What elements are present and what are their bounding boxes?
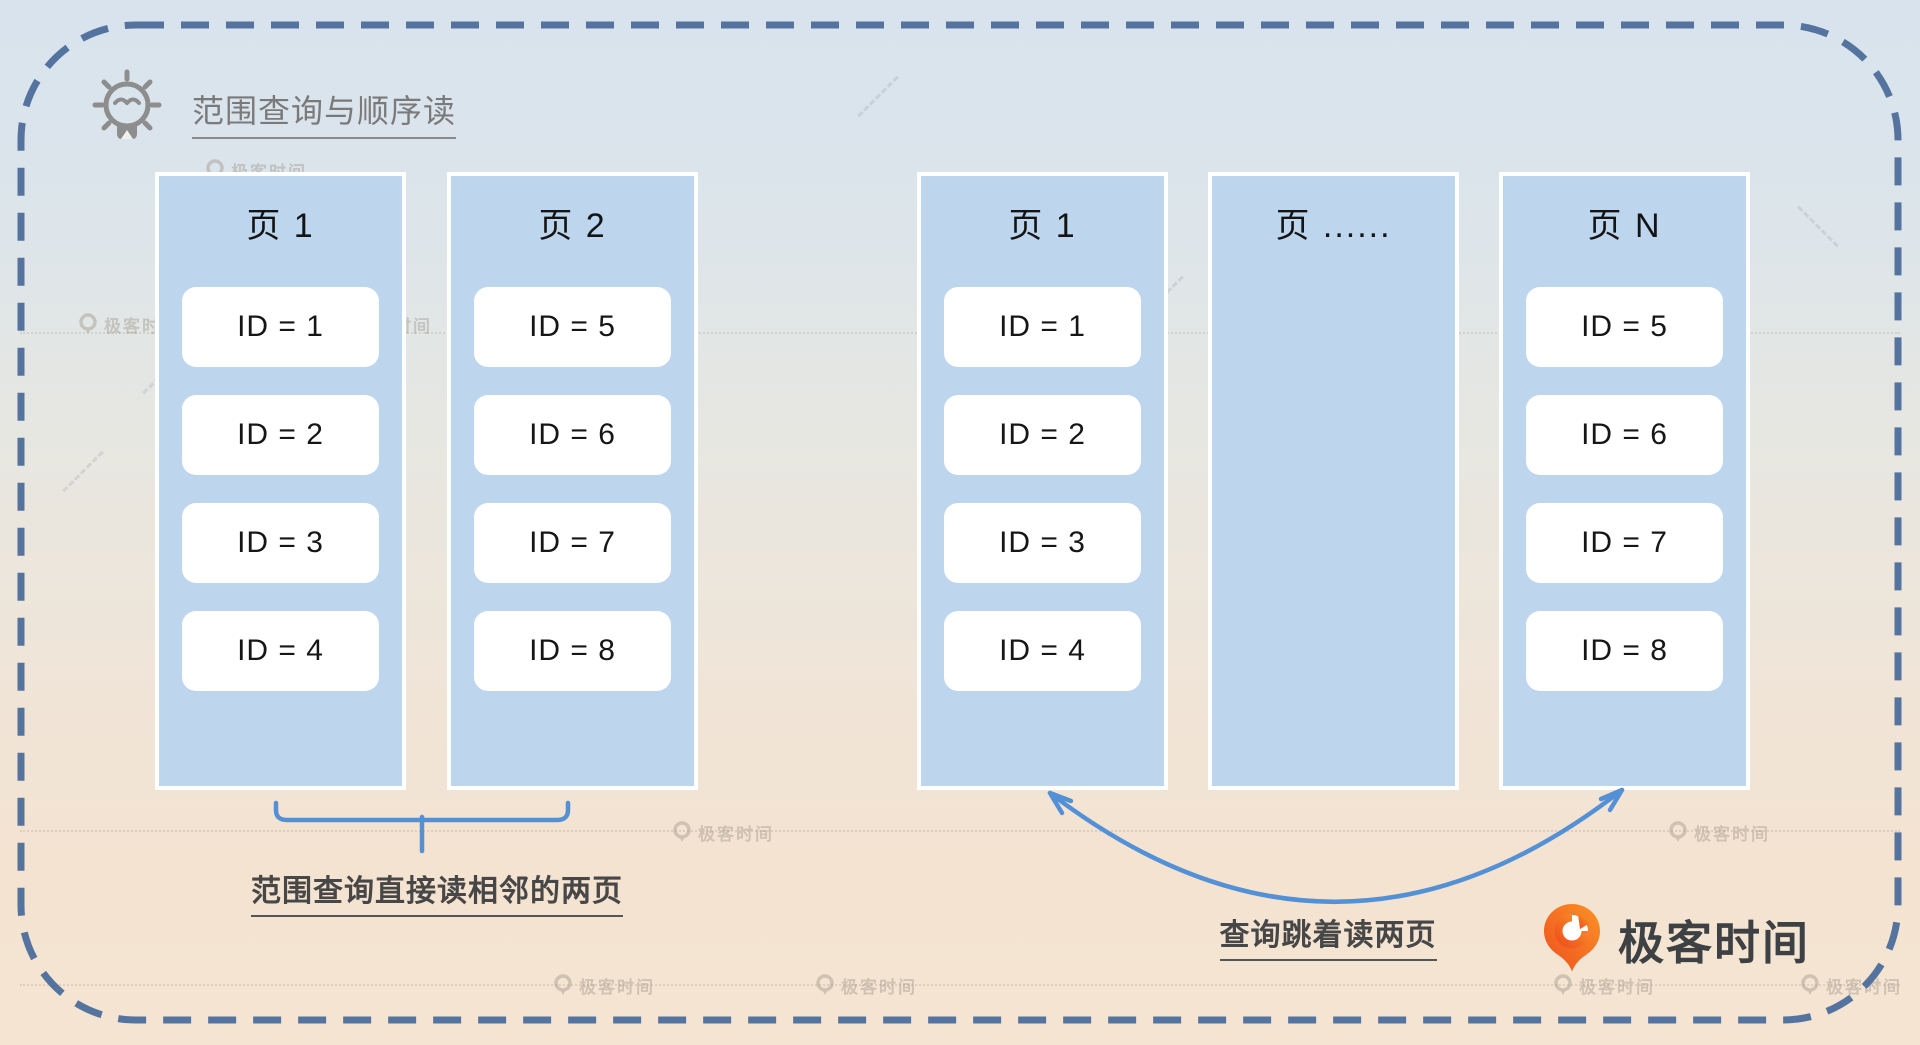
watermark-logo: 极客时间	[815, 973, 917, 998]
watermark-label: 极客时间	[1826, 978, 1902, 997]
brand-logo: 极客时间	[1540, 903, 1810, 973]
record-box: ID = 4	[944, 611, 1141, 691]
left-annotation-label: 范围查询直接读相邻的两页	[251, 875, 623, 917]
record-box: ID = 7	[474, 503, 671, 583]
section-title: 范围查询与顺序读	[192, 86, 457, 139]
record-box: ID = 7	[1526, 503, 1723, 583]
record-box: ID = 2	[944, 395, 1141, 475]
brand-logo-text: 极客时间	[1618, 917, 1810, 969]
left-annotation: 范围查询直接读相邻的两页	[137, 866, 737, 917]
watermark-label: 极客时间	[1694, 825, 1770, 844]
watermark-diagonal-dash	[62, 450, 104, 493]
page-column-scattered-1: 页 1 ID = 1 ID = 2 ID = 3 ID = 4	[921, 176, 1164, 786]
watermark-logo: 极客时间	[553, 973, 655, 998]
watermark-pin-icon	[554, 973, 572, 995]
watermark-pin-icon	[816, 973, 834, 995]
geektime-pin-icon	[1544, 904, 1600, 972]
record-box: ID = 1	[182, 287, 379, 367]
arrowhead-right	[1598, 787, 1625, 813]
record-box: ID = 6	[474, 395, 671, 475]
page-column-adjacent-1: 页 1 ID = 1 ID = 2 ID = 3 ID = 4	[159, 176, 402, 786]
page-title: 页 1	[1008, 207, 1077, 245]
record-box: ID = 1	[944, 287, 1141, 367]
page-title: 页 N	[1587, 207, 1662, 245]
watermark-label: 极客时间	[1579, 978, 1655, 997]
watermark-diagonal-dash	[857, 75, 899, 118]
watermark-logo: 极客时间	[1553, 973, 1655, 998]
record-box: ID = 2	[182, 395, 379, 475]
record-box: ID = 3	[182, 503, 379, 583]
watermark-pin-icon	[1669, 820, 1687, 842]
curved-arrow	[1047, 787, 1625, 904]
lightbulb-icon	[92, 69, 162, 139]
record-box: ID = 5	[474, 287, 671, 367]
watermark-logo: 极客时间	[672, 820, 774, 845]
watermark-pin-icon	[79, 312, 97, 334]
record-box: ID = 6	[1526, 395, 1723, 475]
page-title: 页 1	[246, 207, 315, 245]
watermark-diagonal-dash	[1797, 205, 1839, 248]
record-box: ID = 8	[474, 611, 671, 691]
watermark-pin-icon	[673, 820, 691, 842]
watermark-logo: 极客时间	[1668, 820, 1770, 845]
right-annotation: 查询跳着读两页	[1028, 910, 1628, 961]
watermark-pin-icon	[1554, 973, 1572, 995]
brace-icon	[273, 800, 571, 823]
record-box: ID = 8	[1526, 611, 1723, 691]
watermark-label: 极客时间	[698, 825, 774, 844]
page-title: 页 ......	[1275, 207, 1392, 245]
page-column-ellipsis: 页 ......	[1212, 176, 1455, 786]
page-column-adjacent-2: 页 2 ID = 5 ID = 6 ID = 7 ID = 8	[451, 176, 694, 786]
section-header: 范围查询与顺序读	[84, 58, 457, 150]
record-box: ID = 4	[182, 611, 379, 691]
watermark-logo: 极客时间	[1800, 973, 1902, 998]
watermark-label: 极客时间	[841, 978, 917, 997]
watermark-label: 极客时间	[579, 978, 655, 997]
page-title: 页 2	[538, 207, 607, 245]
record-box: ID = 5	[1526, 287, 1723, 367]
record-box: ID = 3	[944, 503, 1141, 583]
watermark-dotted-line	[20, 830, 1900, 832]
arrowhead-left	[1047, 790, 1074, 816]
page-column-scattered-n: 页 N ID = 5 ID = 6 ID = 7 ID = 8	[1503, 176, 1746, 786]
right-annotation-label: 查询跳着读两页	[1219, 919, 1437, 961]
watermark-pin-icon	[1801, 973, 1819, 995]
